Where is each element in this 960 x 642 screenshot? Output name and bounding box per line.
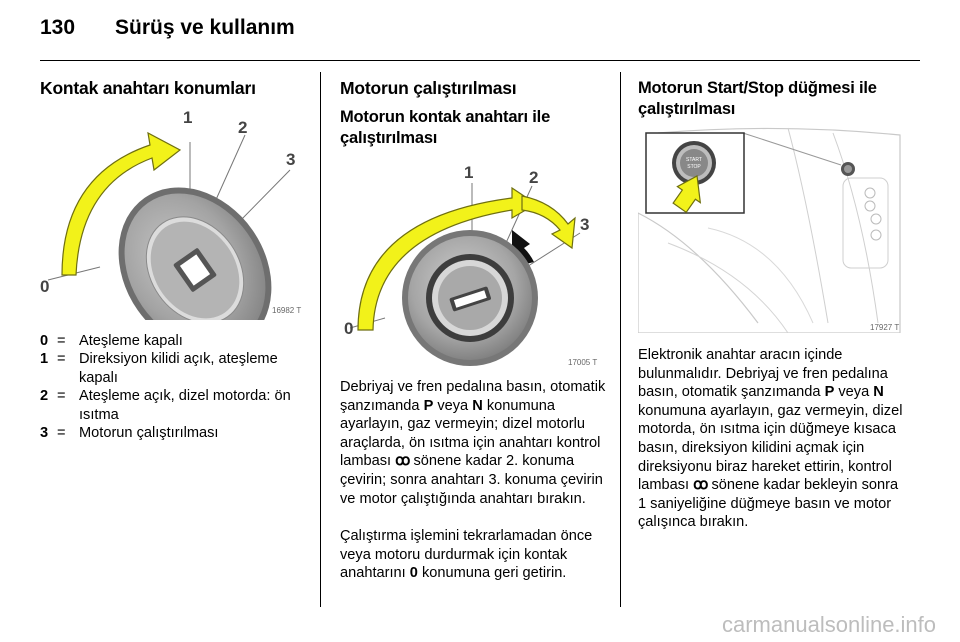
svg-text:START: START	[686, 157, 702, 163]
col3-heading: Motorun Start/Stop düğmesi ile çalıştırı…	[638, 79, 877, 118]
watermark: carmanualsonline.info	[722, 612, 937, 637]
figure-number: 16982 T	[272, 306, 301, 315]
preheat-lamp-icon: ꝏ	[693, 476, 708, 494]
press-arrow-icon	[672, 175, 702, 214]
figure-label-2: 2	[238, 118, 247, 137]
figure-label-1: 1	[183, 108, 192, 127]
column-divider-2	[620, 72, 621, 607]
header-rule	[40, 60, 920, 61]
figure-label-0: 0	[40, 277, 49, 296]
rotation-arrow-icon	[61, 131, 182, 276]
col3-paragraph: Elektronik anahtar aracın içinde bulunma…	[638, 347, 903, 531]
figure-label-0: 0	[344, 319, 353, 338]
col1-heading: Kontak anahtarı konumları	[40, 78, 256, 98]
key-start-figure: 1 2 3 0 17005 T	[344, 163, 597, 367]
return-arrow-icon	[512, 230, 534, 264]
start-arrow-icon	[521, 195, 576, 250]
col2-paragraph-2: Çalıştırma işlemini tekrarlamadan önce v…	[340, 528, 593, 582]
figure-label-2: 2	[529, 168, 538, 187]
start-stop-button-figure: START STOP 17927 T	[638, 123, 903, 333]
figure-label-3: 3	[286, 150, 295, 169]
preheat-lamp-icon: ꝏ	[395, 452, 410, 470]
figure-label-1: 1	[464, 163, 473, 182]
page-number: 130	[40, 16, 76, 39]
figure-number: 17927 T	[870, 323, 899, 332]
ignition-key-positions-figure: 1 2 3 0 16982 T	[40, 105, 305, 320]
figure-label-3: 3	[580, 215, 589, 234]
column-divider-1	[320, 72, 321, 607]
figure-number: 17005 T	[568, 358, 597, 367]
svg-text:STOP: STOP	[687, 164, 701, 170]
start-stop-button-icon	[680, 149, 708, 177]
col2-paragraph-1: Debriyaj ve fren pedalına basın, otomati…	[340, 379, 606, 507]
col2-heading: Motorun çalıştırılması	[340, 78, 517, 98]
chapter-title: Sürüş ve kullanım	[115, 16, 295, 39]
col2-subheading: Motorun kontak anahtarı ile çalıştırılma…	[340, 108, 551, 147]
